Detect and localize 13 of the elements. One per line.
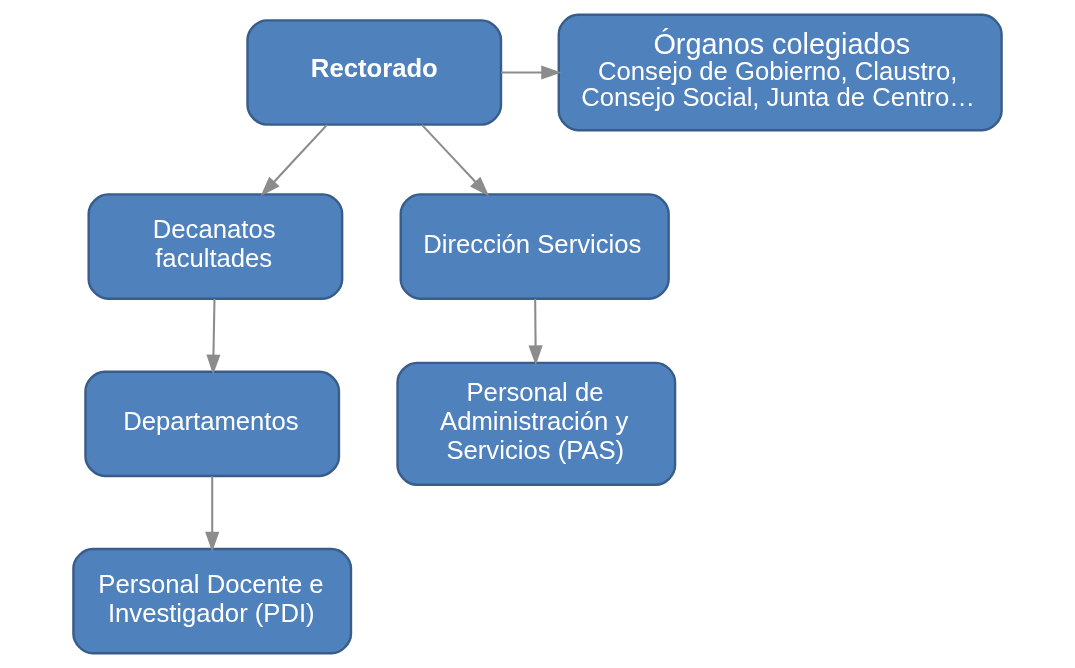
node-box: Decanatos facultades xyxy=(87,193,344,300)
node-box: Personal de Administración y Servicios (PAS) xyxy=(396,361,677,487)
node-box: Departamentos xyxy=(84,370,341,478)
arrow xyxy=(421,124,490,197)
arrow xyxy=(528,298,543,366)
node-box: Personal Docente e Investigador (PDI) xyxy=(72,547,353,655)
node-box: Rectorado xyxy=(246,19,503,126)
arrow xyxy=(260,124,328,197)
node-box: Dirección Servicios xyxy=(399,193,670,300)
arrow xyxy=(205,476,220,553)
node-box: Órganos colegiados Consejo de Gobierno, Claustro, Consejo Social, Junta de Centro… xyxy=(557,13,1003,132)
arrow xyxy=(501,65,562,80)
arrow xyxy=(206,298,221,375)
